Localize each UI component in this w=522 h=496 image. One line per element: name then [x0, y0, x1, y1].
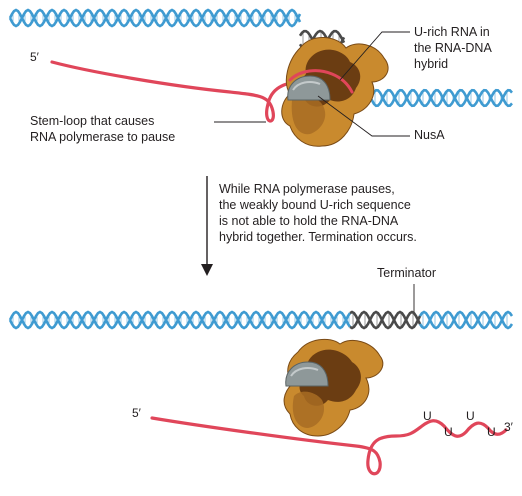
- caption-line4: hybrid together. Termination occurs.: [219, 230, 417, 244]
- u-label-4: U: [487, 425, 496, 439]
- leader-line-nusa: [317, 95, 410, 137]
- label-nusa: NusA: [414, 128, 445, 142]
- top-five-prime-label: 5′: [30, 50, 39, 64]
- u-label-1: U: [423, 409, 432, 423]
- leader-line-hybrid: [339, 31, 410, 81]
- bottom-released-rna: [150, 416, 508, 476]
- bottom-dna-right-strand-2: [418, 310, 514, 330]
- bottom-dna-helix: [8, 310, 514, 330]
- top-dna-right-strand-1: [346, 88, 513, 108]
- bottom-three-prime-label: 3′: [504, 420, 513, 434]
- bottom-dna-strand-1: [8, 310, 352, 330]
- top-rna-polymerase-icon: [281, 37, 389, 147]
- top-dna-strand-2: [8, 8, 302, 28]
- caption-line2: the weakly bound U-rich sequence: [219, 198, 411, 212]
- label-hybrid-line1: U-rich RNA in: [414, 25, 490, 39]
- bottom-dna-terminator-strand-1: [349, 310, 422, 330]
- label-stemloop-line2: RNA polymerase to pause: [30, 130, 176, 144]
- caption-line1: While RNA polymerase pauses,: [219, 182, 395, 196]
- top-rna-dna-hybrid: [288, 69, 354, 94]
- top-dna-helix-right: [346, 88, 513, 108]
- u-label-2: U: [444, 425, 453, 439]
- bottom-terminator-dna-dark: [349, 310, 422, 330]
- label-hybrid-line3: hybrid: [414, 57, 449, 71]
- top-dna-helix: [8, 8, 302, 28]
- bottom-dna-strand-2: [8, 310, 352, 330]
- top-nusa-protein-icon: [287, 75, 331, 101]
- top-dna-right-strand-2: [346, 88, 513, 108]
- bottom-nusa-protein-icon: [285, 361, 329, 387]
- process-arrow-head: [201, 264, 213, 276]
- label-stemloop-line1: Stem-loop that causes: [30, 114, 155, 128]
- bottom-rna-polymerase-icon: [283, 338, 384, 437]
- label-hybrid-line2: the RNA-DNA: [414, 41, 492, 55]
- label-terminator: Terminator: [377, 266, 437, 280]
- bottom-five-prime-label: 5′: [132, 406, 141, 420]
- bottom-dna-terminator-strand-2: [349, 310, 422, 330]
- u-label-3: U: [466, 409, 475, 423]
- caption-line3: is not able to hold the RNA-DNA: [219, 214, 399, 228]
